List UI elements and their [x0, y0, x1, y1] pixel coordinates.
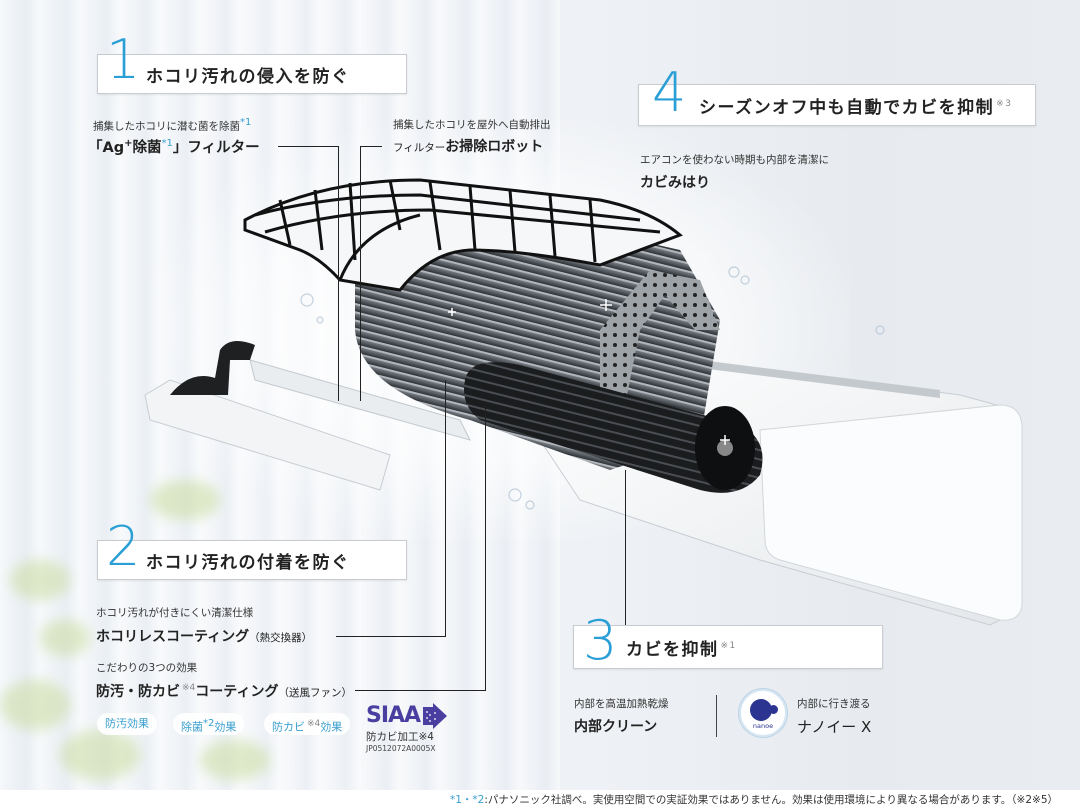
perforated-plate: [600, 270, 720, 440]
section2-heading: ホコリ汚れの付着を防ぐ: [97, 540, 407, 580]
section1-heading: ホコリ汚れの侵入を防ぐ: [97, 54, 407, 94]
leader-line-heat-exchanger: [445, 380, 446, 637]
blower-fan: [464, 362, 763, 493]
section3-title: カビを抑制※1: [626, 639, 737, 660]
section4-heading: シーズンオフ中も自動でカビを抑制※3: [638, 84, 1036, 126]
section2-caption-b: こだわりの3つの効果: [96, 662, 198, 674]
background-leaf: [60, 730, 140, 780]
leader-line-robot: [360, 146, 361, 401]
section2-number: 2: [106, 515, 141, 578]
background-leaf: [150, 480, 220, 520]
section2-title: ホコリ汚れの付着を防ぐ: [146, 552, 350, 573]
anti-mold-coating-label: 防汚・防カビ※4コーティング（送風ファン）: [96, 683, 352, 700]
section1-caption-b: 捕集したホコリを屋外へ自動排出: [393, 119, 551, 131]
effect-chip-antifouling: 防汚効果: [97, 713, 157, 735]
background-leaf: [10, 560, 70, 600]
nanoe-logo-icon: nanoe: [739, 689, 787, 737]
leader-line-fan: [485, 405, 486, 691]
kabi-mihari-label: カビみはり: [640, 175, 710, 191]
leader-line-robot: [360, 146, 382, 147]
siaa-registration-code: JP0512072A0005X: [366, 744, 436, 753]
background-leaf: [200, 740, 270, 780]
effect-chip-antibacterial: 除菌*2効果: [173, 713, 245, 735]
leader-line-fan: [355, 690, 486, 691]
siaa-wordmark: SIAA: [366, 703, 421, 728]
section4-number: 4: [652, 61, 687, 124]
leader-line-filter: [278, 146, 338, 147]
hokoriless-coating-label: ホコリレスコーティング（熱交換器）: [96, 629, 313, 645]
section3-caption-b: 内部に行き渡る: [797, 698, 871, 710]
internal-clean-label: 内部クリーン: [574, 719, 658, 735]
section1-caption-a: 捕集したホコリに潜む菌を除菌*1: [93, 117, 252, 133]
leader-line-mold: [625, 470, 626, 625]
section3-number: 3: [583, 609, 618, 672]
effect-chip-antimold: 防カビ※4効果: [264, 713, 351, 735]
section3-caption-a: 内部を高温加熱乾燥: [574, 698, 669, 710]
filter-robot-label: フィルターお掃除ロボット: [393, 139, 544, 155]
filter-grid: [243, 178, 683, 292]
background-leaf: [40, 620, 90, 656]
section3-divider: [716, 695, 717, 737]
footnote: *1・*2:パナソニック社調べ。実使用空間での実証効果ではありません。効果は使用…: [449, 794, 1058, 806]
section4-caption: エアコンを使わない時期も内部を清潔に: [640, 154, 829, 166]
background-leaf: [0, 680, 70, 730]
leader-line-heat-exchanger: [336, 636, 446, 637]
footer-band: [0, 790, 1080, 808]
section4-title: シーズンオフ中も自動でカビを抑制※3: [699, 97, 1013, 118]
section1-title: ホコリ汚れの侵入を防ぐ: [146, 66, 350, 87]
siaa-arrow-icon: [423, 703, 448, 729]
section2-caption-a: ホコリ汚れが付きにくい清潔仕様: [96, 607, 254, 619]
leader-line-filter: [338, 146, 339, 401]
air-conditioner-illustration: [144, 178, 1023, 626]
nanoe-x-label: ナノイー X: [797, 718, 872, 736]
siaa-logo: SIAA 防カビ加工※4 JP0512072A0005X: [366, 703, 461, 771]
section3-heading: カビを抑制※1: [573, 625, 883, 669]
section1-number: 1: [106, 28, 141, 91]
nanoe-bubbles: [300, 266, 885, 510]
ag-filter-label: 「Ag+除菌*1」フィルター: [88, 138, 260, 156]
sparkles: [448, 299, 730, 445]
